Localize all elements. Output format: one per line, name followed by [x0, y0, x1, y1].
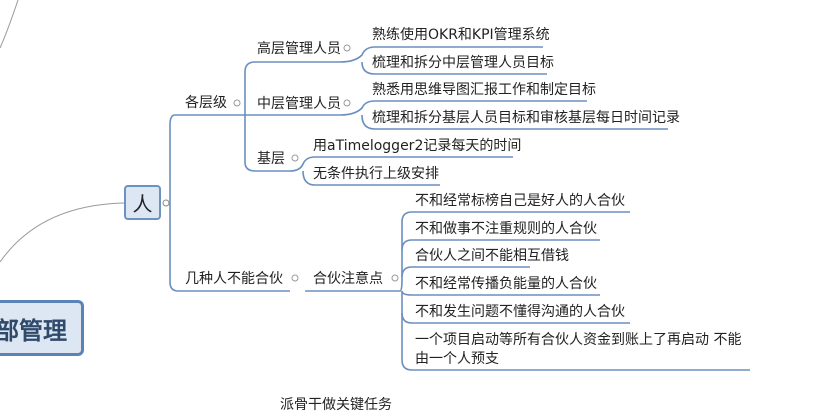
node-levels[interactable]: 各层级 [185, 95, 227, 111]
node-partners[interactable]: 几种人不能合伙 [185, 271, 283, 287]
leaf-partner-1[interactable]: 不和经常标榜自己是好人的人合伙 [415, 193, 625, 209]
leaf-partner-4[interactable]: 不和经常传播负能量的人合伙 [415, 276, 597, 292]
node-senior[interactable]: 高层管理人员 [257, 41, 341, 57]
node-bottom-partial[interactable]: 派骨干做关键任务 [280, 397, 392, 413]
node-partner-notes[interactable]: 合伙注意点 [313, 271, 383, 287]
leaf-senior-1[interactable]: 熟练使用OKR和KPI管理系统 [372, 27, 550, 43]
node-base[interactable]: 基层 [257, 151, 285, 167]
leaf-partner-2[interactable]: 不和做事不注重规则的人合伙 [415, 221, 597, 237]
root-label: 部管理 [0, 316, 67, 345]
leaf-middle-1[interactable]: 熟悉用思维导图汇报工作和制定目标 [372, 82, 596, 98]
node-middle[interactable]: 中层管理人员 [257, 96, 341, 112]
root-node[interactable]: 部管理 [0, 300, 84, 356]
leaf-middle-2[interactable]: 梳理和拆分基层人员目标和审核基层每日时间记录 [372, 110, 680, 126]
leaf-partner-6[interactable]: 一个项目启动等所有合伙人资金到账上了再启动 不能由一个人预支 [415, 332, 742, 367]
leaf-partner-5[interactable]: 不和发生问题不懂得沟通的人合伙 [415, 304, 625, 320]
leaf-base-2[interactable]: 无条件执行上级安排 [313, 166, 439, 182]
leaf-senior-2[interactable]: 梳理和拆分中层管理人员目标 [372, 55, 554, 71]
leaf-partner-3[interactable]: 合伙人之间不能相互借钱 [415, 248, 569, 264]
person-node[interactable]: 人 [124, 185, 161, 220]
leaf-base-1[interactable]: 用aTimelogger2记录每天的时间 [313, 138, 522, 154]
person-label: 人 [132, 192, 153, 216]
